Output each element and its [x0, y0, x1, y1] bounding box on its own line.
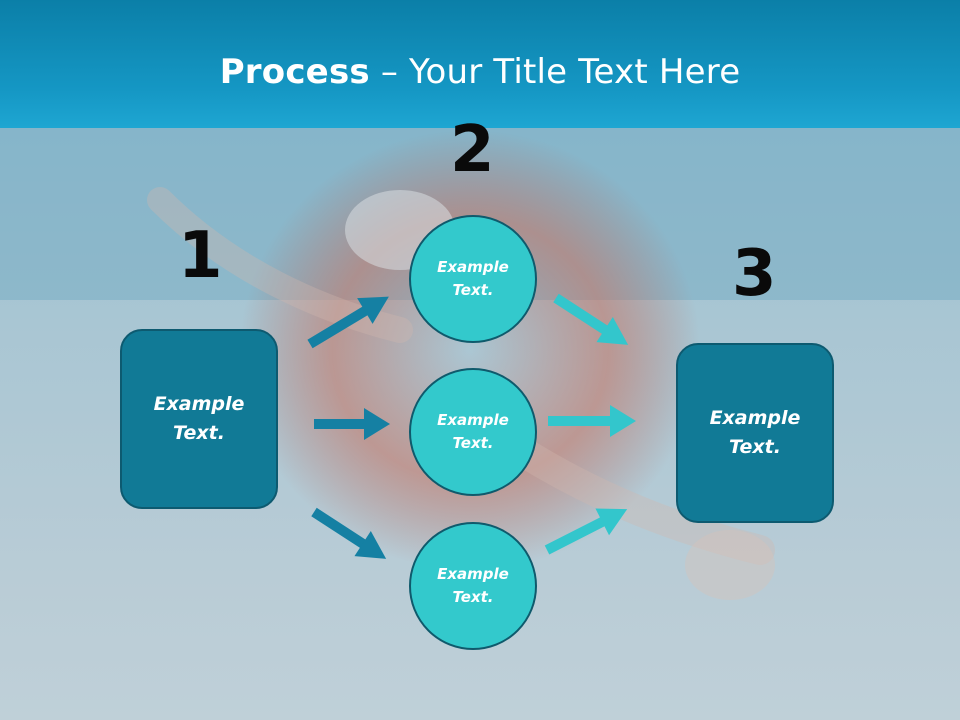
circle-center-label: Example Text.	[437, 409, 509, 455]
arrow-bottom-to-right	[544, 508, 628, 555]
left-box-line2: Text.	[173, 422, 225, 444]
title-bar	[0, 0, 960, 128]
right-box-label: Example Text.	[710, 404, 801, 462]
circle-bottom-line2: Text.	[452, 588, 494, 606]
left-arrows	[307, 296, 390, 559]
circle-center-line2: Text.	[452, 434, 494, 452]
arrow-left-to-center	[314, 408, 390, 440]
left-box-line1: Example	[153, 393, 245, 415]
arrow-left-to-top	[307, 296, 389, 349]
title-rest: – Your Title Text Here	[369, 52, 741, 92]
middle-circle-top[interactable]: Example Text.	[409, 215, 537, 343]
middle-circle-center[interactable]: Example Text.	[409, 368, 537, 496]
step-number-2: 2	[450, 113, 495, 187]
circle-bottom-line1: Example	[437, 565, 509, 583]
right-box-line1: Example	[709, 407, 801, 429]
step-number-3: 3	[732, 237, 777, 311]
background-photo	[0, 120, 960, 600]
right-box[interactable]: Example Text.	[676, 343, 834, 523]
circle-top-label: Example Text.	[437, 256, 509, 302]
circle-top-line2: Text.	[452, 281, 494, 299]
step-number-1: 1	[178, 219, 223, 293]
circle-center-line1: Example	[437, 411, 509, 429]
left-box[interactable]: Example Text.	[120, 329, 278, 509]
arrow-left-to-bottom	[311, 507, 387, 559]
title-bold: Process	[219, 52, 370, 92]
arrow-center-to-right	[548, 405, 636, 437]
right-arrows	[544, 293, 636, 555]
right-box-line2: Text.	[729, 436, 781, 458]
left-box-label: Example Text.	[154, 390, 245, 448]
circle-top-line1: Example	[437, 258, 509, 276]
middle-circle-bottom[interactable]: Example Text.	[409, 522, 537, 650]
circle-bottom-label: Example Text.	[437, 563, 509, 609]
arrow-top-to-right	[553, 293, 629, 345]
slide-title: Process – Your Title Text Here	[0, 52, 960, 92]
